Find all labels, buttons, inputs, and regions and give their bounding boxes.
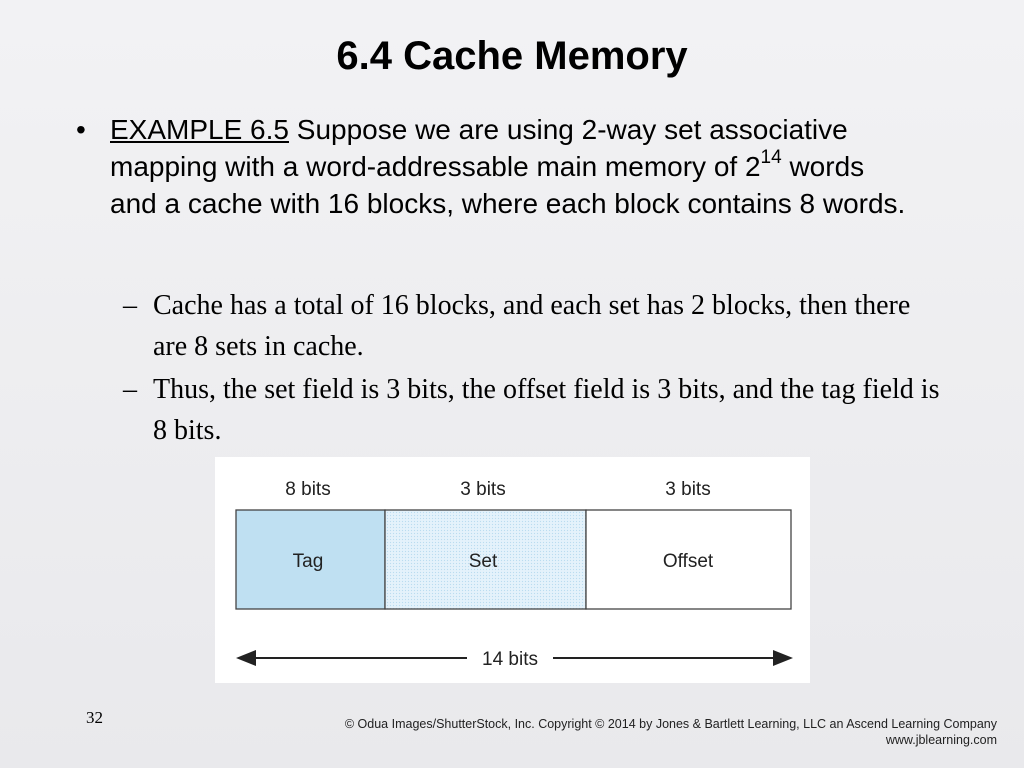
bullet-text: EXAMPLE 6.5 Suppose we are using 2-way s… (110, 111, 916, 222)
arrow-left-head (236, 650, 256, 666)
copyright-line-1: © Odua Images/ShutterStock, Inc. Copyrig… (344, 717, 997, 731)
sub-bullet-2: – Thus, the set field is 3 bits, the off… (123, 369, 943, 451)
sub-bullet-text: Thus, the set field is 3 bits, the offse… (153, 374, 940, 446)
tag-field-box (235, 509, 386, 610)
sub-bullet-marker: – (123, 290, 137, 321)
tag-bits-label: 8 bits (285, 479, 330, 500)
copyright-notice: © Odua Images/ShutterStock, Inc. Copyrig… (297, 716, 997, 748)
sub-bullet-marker: – (123, 374, 137, 405)
exponent: 14 (760, 147, 782, 168)
bullet-text-part2: words and a cache with 16 blocks, where … (110, 151, 906, 219)
sub-bullet-text: Cache has a total of 16 blocks, and each… (153, 290, 911, 362)
bullet-marker: • (76, 114, 86, 145)
offset-field-name: Offset (663, 551, 714, 572)
address-format-svg: 8 bits 3 bits 3 bits Tag Set Offset 14 b… (235, 479, 793, 670)
offset-field-box (585, 509, 792, 610)
example-label: EXAMPLE 6.5 (110, 114, 289, 145)
offset-bits-label: 3 bits (665, 479, 710, 500)
bullet-text-part1: Suppose we are using 2-way set associati… (110, 114, 848, 182)
set-bits-label: 3 bits (460, 479, 505, 500)
tag-field-name: Tag (293, 551, 324, 572)
set-field-name: Set (469, 551, 498, 572)
main-bullet: • EXAMPLE 6.5 Suppose we are using 2-way… (76, 111, 916, 222)
copyright-line-2: www.jblearning.com (885, 733, 997, 747)
slide-title: 6.4 Cache Memory (336, 34, 688, 78)
set-field-box (384, 509, 587, 610)
arrow-right-head (773, 650, 793, 666)
sub-bullet-1: – Cache has a total of 16 blocks, and ea… (123, 285, 943, 367)
address-format-diagram: 8 bits 3 bits 3 bits Tag Set Offset 14 b… (215, 457, 810, 683)
total-bits-label: 14 bits (482, 649, 538, 670)
page-number: 32 (86, 708, 103, 727)
